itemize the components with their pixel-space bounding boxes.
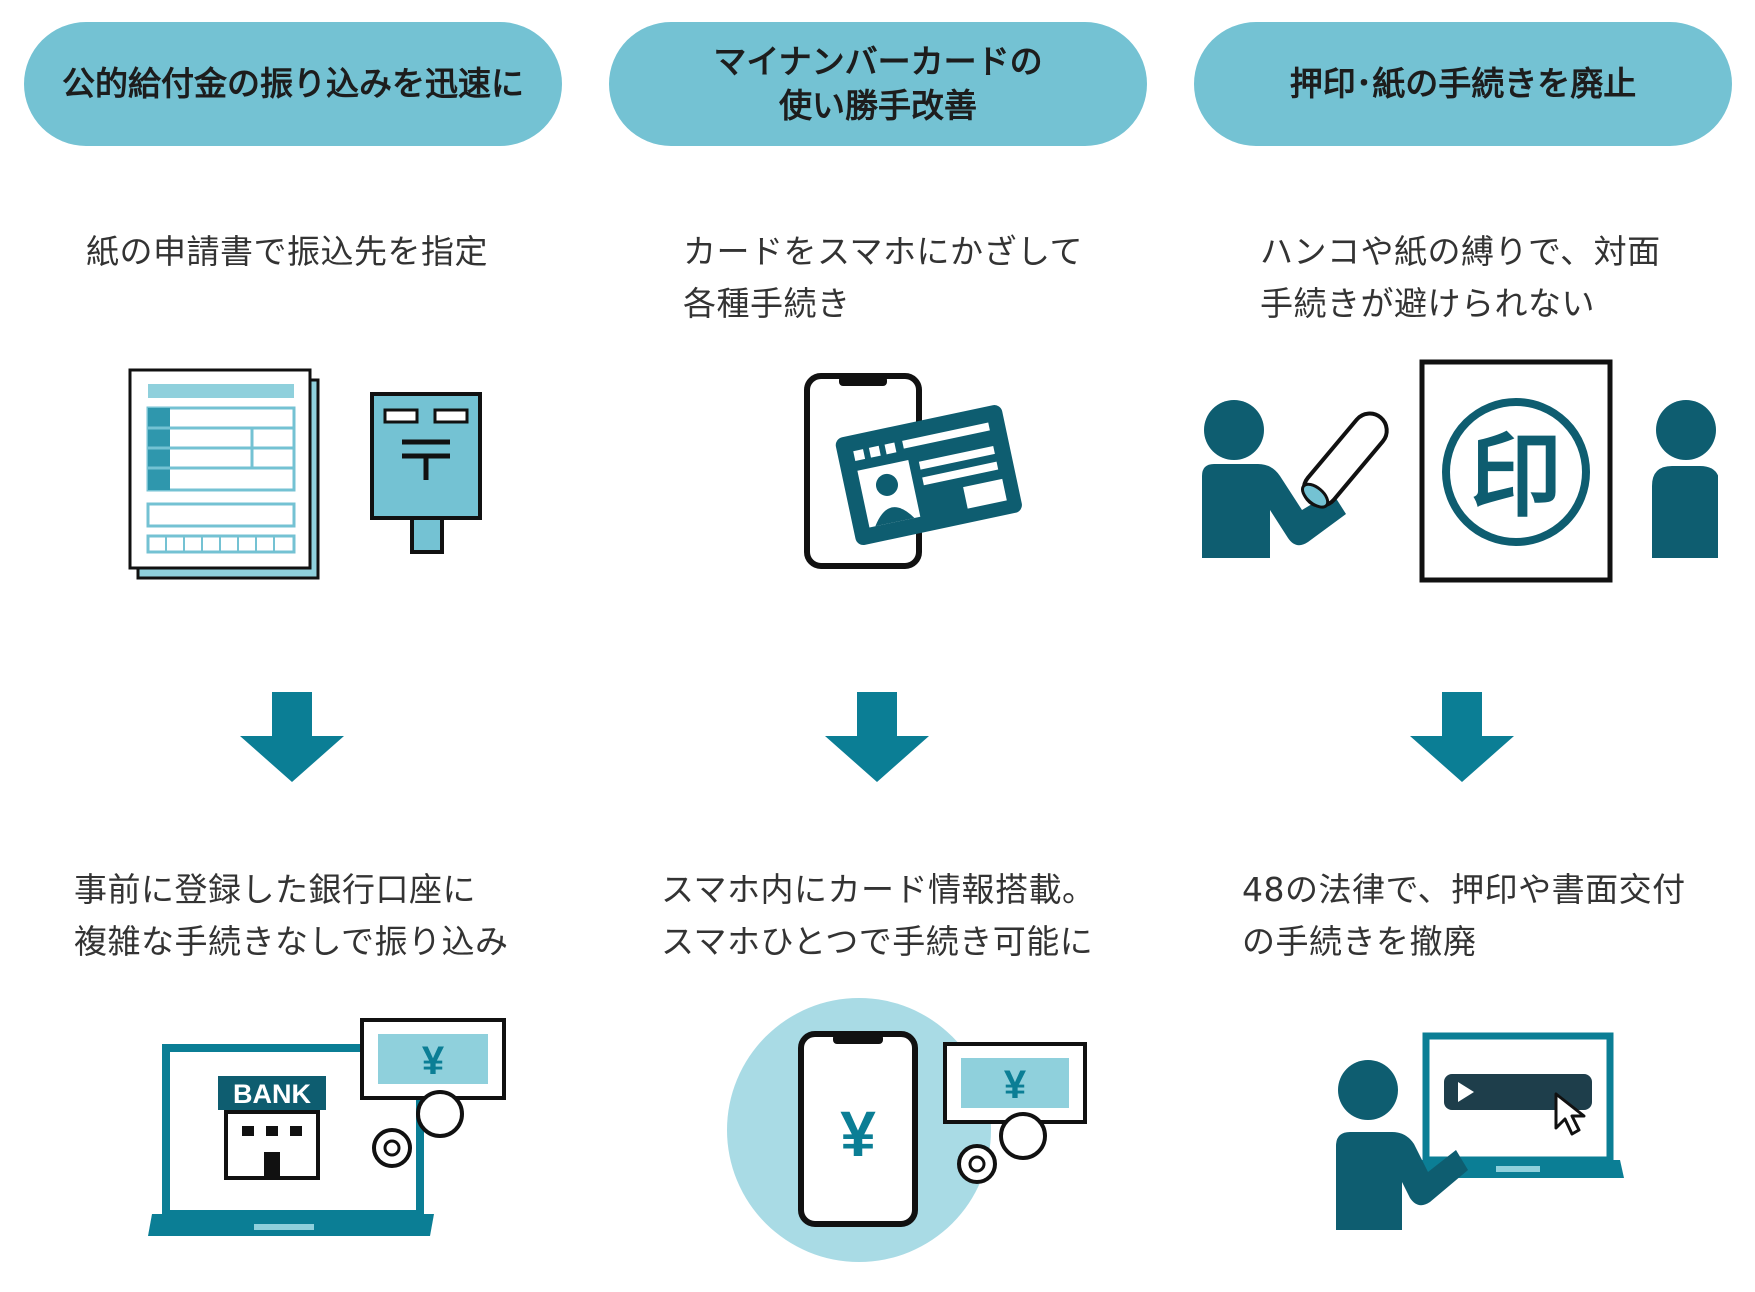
- coin-icon: [372, 1090, 464, 1168]
- before-illustration: [128, 368, 482, 580]
- before-description: カードをスマホにかざして 各種手続き: [683, 232, 1084, 323]
- yen-bill-icon: ¥: [943, 1042, 1087, 1124]
- after-illustration: ¥ ¥: [727, 998, 1087, 1262]
- seal-character: 印: [1470, 423, 1562, 530]
- column-abolish-stamps: 押印･紙の手続きを廃止 ハンコや紙の縛りで、対面 手続きが避けられない 印: [1170, 0, 1755, 1292]
- down-arrow-icon: [1410, 692, 1514, 782]
- person-icon: [1652, 400, 1718, 558]
- yen-symbol: ¥: [840, 1098, 876, 1170]
- down-arrow-icon: [825, 692, 929, 782]
- before-illustration: 印: [1202, 359, 1718, 583]
- before-description: 紙の申請書で振込先を指定: [86, 232, 488, 271]
- after-illustration: [1336, 1032, 1624, 1230]
- id-card-icon: [835, 405, 1022, 546]
- column-benefit-payments: 公的給付金の振り込みを迅速に 紙の申請書で振込先を指定: [0, 0, 585, 1292]
- online-monitor-icon: [1412, 1032, 1624, 1178]
- after-description: スマホ内にカード情報搭載。 スマホひとつで手続き可能に: [661, 870, 1096, 961]
- smartphone-yen-icon: ¥: [798, 1031, 918, 1227]
- yen-bill-icon: ¥: [360, 1018, 506, 1100]
- person-icon: [1336, 1060, 1468, 1230]
- header-pill: 公的給付金の振り込みを迅速に: [24, 22, 562, 146]
- cursor-icon: [1554, 1092, 1586, 1136]
- column-mynumber-card: マイナンバーカードの 使い勝手改善 カードをスマホにかざして 各種手続き: [585, 0, 1170, 1292]
- before-description: ハンコや紙の縛りで、対面 手続きが避けられない: [1260, 232, 1661, 323]
- after-description: 事前に登録した銀行口座に 複雑な手続きなしで振り込み: [74, 870, 509, 961]
- header-pill: マイナンバーカードの 使い勝手改善: [609, 22, 1147, 146]
- yen-symbol: ¥: [422, 1039, 445, 1083]
- person-with-stamp-icon: [1202, 400, 1389, 558]
- down-arrow-icon: [240, 692, 344, 782]
- bank-sign: BANK: [233, 1079, 311, 1109]
- coin-icon: [957, 1112, 1047, 1184]
- before-illustration: [804, 373, 1022, 569]
- application-form-icon: [128, 368, 320, 580]
- seal-stamp-icon: 印: [1419, 359, 1613, 583]
- bank-laptop-icon: BANK: [148, 1044, 434, 1236]
- post-box-icon: [370, 392, 482, 554]
- yen-symbol: ¥: [1004, 1063, 1027, 1107]
- after-description: 48の法律で、押印や書面交付 の手続きを撤廃: [1242, 870, 1686, 961]
- after-illustration: BANK ¥: [148, 1018, 506, 1236]
- header-pill: 押印･紙の手続きを廃止: [1194, 22, 1732, 146]
